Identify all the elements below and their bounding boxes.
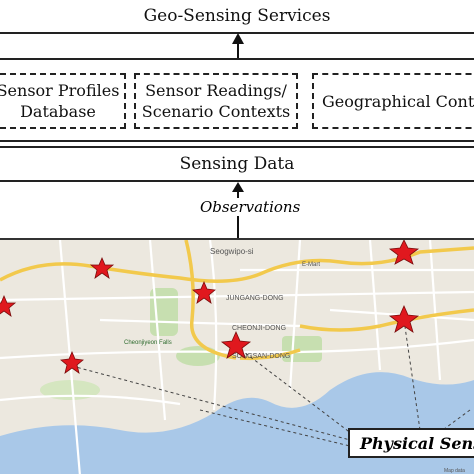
sensing-data-layer: Sensing Data	[0, 146, 474, 182]
sensing-data-label: Sensing Data	[179, 154, 295, 174]
sensor-star-7	[388, 240, 420, 265]
observations-label: Observations	[200, 198, 301, 216]
map-label-mart: E-Mart	[302, 262, 320, 268]
map-park-2	[176, 346, 220, 366]
sensor-star-3	[0, 294, 17, 317]
up-arrow-services	[232, 33, 244, 60]
map-label-district2: JUNGANG-DONG	[226, 295, 284, 302]
sensor-star-6	[60, 350, 84, 374]
sensor-star-5	[388, 305, 420, 333]
map-credit: Map data	[444, 468, 465, 474]
sensor-star-2	[192, 280, 216, 304]
map-label-district4: SONGSAN-DONG	[232, 353, 290, 360]
map-label-district1: Seogwipo-si	[210, 247, 254, 256]
middleware-layer: Sensor Profiles Database Sensor Readings…	[0, 58, 474, 142]
geo-sensing-services-layer: Geo-Sensing Services	[0, 0, 474, 34]
physical-sensors-label: Physical Sensors	[348, 428, 474, 458]
geographical-context-box: Geographical Context	[312, 73, 474, 129]
map-major-roads	[0, 240, 474, 361]
sensor-star-1	[89, 256, 115, 279]
box2-line2: Scenario Contexts	[141, 102, 291, 121]
box1-line1: Sensor Profiles	[0, 81, 120, 100]
box3-line1: Geographical Context	[322, 91, 474, 111]
sensor-profiles-database-box: Sensor Profiles Database	[0, 73, 126, 129]
map-minor-roads	[0, 240, 474, 474]
box2-line1: Sensor Readings/	[145, 81, 287, 100]
map-label-district3: CHEONJI-DONG	[232, 325, 286, 332]
box1-line2: Database	[20, 102, 96, 121]
map-label-falls: Cheonjiyeon Falls	[124, 340, 172, 346]
sensor-star-4	[220, 331, 252, 359]
map-harbor	[228, 412, 254, 474]
sensor-readings-box: Sensor Readings/ Scenario Contexts	[134, 73, 298, 129]
geo-sensing-services-label: Geo-Sensing Services	[143, 6, 331, 26]
